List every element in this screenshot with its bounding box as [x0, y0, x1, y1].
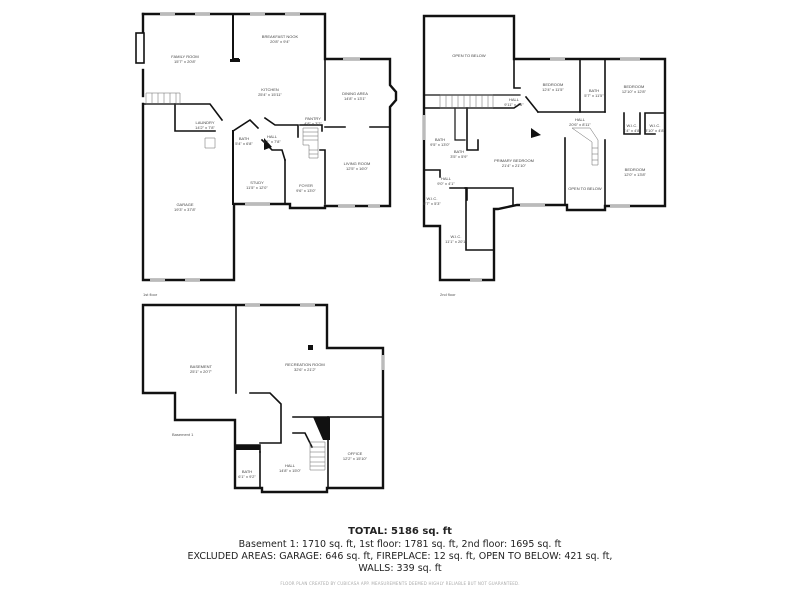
basement-labels: BASEMENT 25'1" x 20'7" RECREATION ROOM 3…: [172, 362, 368, 479]
room-office: OFFICE: [348, 451, 363, 456]
room-hall-dims: 14'8" x 15'0": [279, 468, 302, 473]
room-hall: HALL: [267, 134, 278, 139]
disclaimer: FLOOR PLAN CREATED BY CUBICASA APP. MEAS…: [280, 581, 520, 586]
room-bath-dims: 6'1" x 9'2": [238, 474, 256, 479]
room-bath-2-dims: 9'5" x 13'0": [430, 142, 450, 147]
room-living-room-dims: 12'5" x 16'0": [346, 166, 369, 171]
room-garage: GARAGE: [176, 202, 193, 207]
room-living-room: LIVING ROOM: [344, 161, 371, 166]
room-bedroom-2-dims: 12'10" x 12'8": [622, 89, 647, 94]
room-kitchen-dims: 25'4" x 15'11": [258, 92, 282, 97]
room-bath-1: BATH: [589, 88, 599, 93]
room-foyer: FOYER: [299, 183, 313, 188]
room-study-dims: 11'5" x 12'0": [246, 185, 268, 190]
room-wic-2: W.I.C.: [650, 123, 661, 128]
room-bedroom-1: BEDROOM: [543, 82, 564, 87]
room-hall-dims: 8'1" x 7'8": [263, 139, 281, 144]
room-wic-1-dims: 4'4" x 4'8": [623, 128, 641, 133]
room-study: STUDY: [250, 180, 264, 185]
room-basement-dims: 25'1" x 20'7": [190, 369, 213, 374]
room-laundry: LAUNDRY: [195, 120, 214, 125]
room-hall-2-dims: 20'6" x 8'11": [569, 122, 591, 127]
room-open-to-below-2: OPEN TO BELOW: [568, 186, 602, 191]
first-floor-plan: [135, 12, 398, 282]
room-hall: HALL: [285, 463, 296, 468]
room-dining-area: DINING AREA: [342, 91, 368, 96]
room-primary-bedroom-dims: 21'4" x 21'10": [502, 163, 527, 168]
room-wic-2-dims: 3'10" x 4'8": [645, 128, 665, 133]
room-garage-dims: 19'3" x 37'8": [174, 207, 197, 212]
room-bath-1-dims: 5'7" x 11'5": [584, 93, 604, 98]
room-bath: BATH: [239, 136, 249, 141]
room-open-to-below-1: OPEN TO BELOW: [452, 53, 486, 58]
room-pantry: PANTRY: [305, 116, 321, 121]
room-basement: BASEMENT: [190, 364, 213, 369]
room-bath-2: BATH: [435, 137, 445, 142]
basement-floor-plan: [141, 303, 385, 494]
first-floor-labels: FAMILY ROOM 15'7" x 20'8" BREAKFAST NOOK…: [143, 34, 370, 297]
room-laundry-dims: 14'2" x 7'8": [195, 125, 215, 130]
second-floor-stairs: [439, 94, 599, 166]
room-wic-1: W.I.C.: [627, 123, 638, 128]
room-wic-3-dims: 5'7" x 5'3": [423, 201, 441, 206]
room-bath-3: BATH: [454, 149, 464, 154]
first-floor-windows: [150, 13, 380, 281]
room-bedroom-1-dims: 12'4" x 11'5": [542, 87, 564, 92]
room-bath-dims: 5'4" x 6'8": [235, 141, 253, 146]
room-pantry-dims: 4'8" x 3'2": [304, 121, 322, 126]
basement-stairs: [309, 441, 326, 471]
first-floor-stairs: [145, 92, 319, 159]
room-dining-area-dims: 14'8" x 13'1": [344, 96, 367, 101]
room-recreation-room: RECREATION ROOM: [285, 362, 324, 367]
room-hall-1-dims: 9'11" x 4'6": [504, 102, 524, 107]
total-area: TOTAL: 5186 sq. ft: [348, 526, 452, 537]
room-bedroom-3: BEDROOM: [625, 167, 646, 172]
floor-label-basement: Basement 1: [172, 432, 194, 437]
room-hall-3: HALL: [441, 176, 452, 181]
room-kitchen: KITCHEN: [261, 87, 279, 92]
room-wic-4-dims: 11'1" x 20'1": [445, 239, 467, 244]
room-primary-bedroom: PRIMARY BEDROOM: [494, 158, 534, 163]
second-floor-plan: [422, 14, 667, 282]
room-wic-3: W.I.C.: [427, 196, 438, 201]
floor-areas-line: Basement 1: 1710 sq. ft, 1st floor: 1781…: [238, 539, 562, 550]
room-breakfast-nook: BREAKFAST NOOK: [262, 34, 299, 39]
excluded-areas-line: EXCLUDED AREAS: GARAGE: 646 sq. ft, FIRE…: [187, 551, 613, 562]
walls-area-line: WALLS: 339 sq. ft: [358, 563, 442, 574]
room-breakfast-nook-dims: 20'8" x 9'4": [270, 39, 290, 44]
room-bath-3-dims: 3'5" x 5'9": [450, 154, 468, 159]
room-hall-3-dims: 9'0" x 4'1": [437, 181, 455, 186]
room-hall-1: HALL: [509, 97, 520, 102]
room-office-dims: 12'2" x 15'10": [343, 456, 368, 461]
room-recreation-room-dims: 32'6" x 21'2": [294, 367, 317, 372]
room-bath: BATH: [242, 469, 252, 474]
room-foyer-dims: 9'6" x 13'0": [296, 188, 316, 193]
second-floor-labels: OPEN TO BELOW BEDROOM 12'4" x 11'5" BATH…: [423, 53, 665, 297]
room-family-room: FAMILY ROOM: [171, 54, 198, 59]
floor-label-first: 1st floor: [143, 292, 158, 297]
room-family-room-dims: 15'7" x 20'8": [174, 59, 197, 64]
room-bedroom-3-dims: 12'0" x 13'8": [624, 172, 647, 177]
basement-windows: [245, 304, 384, 370]
room-wic-4: W.I.C.: [451, 234, 462, 239]
floor-label-second: 2nd floor: [440, 292, 456, 297]
room-bedroom-2: BEDROOM: [624, 84, 645, 89]
second-floor-windows: [423, 58, 640, 281]
room-hall-2: HALL: [575, 117, 586, 122]
